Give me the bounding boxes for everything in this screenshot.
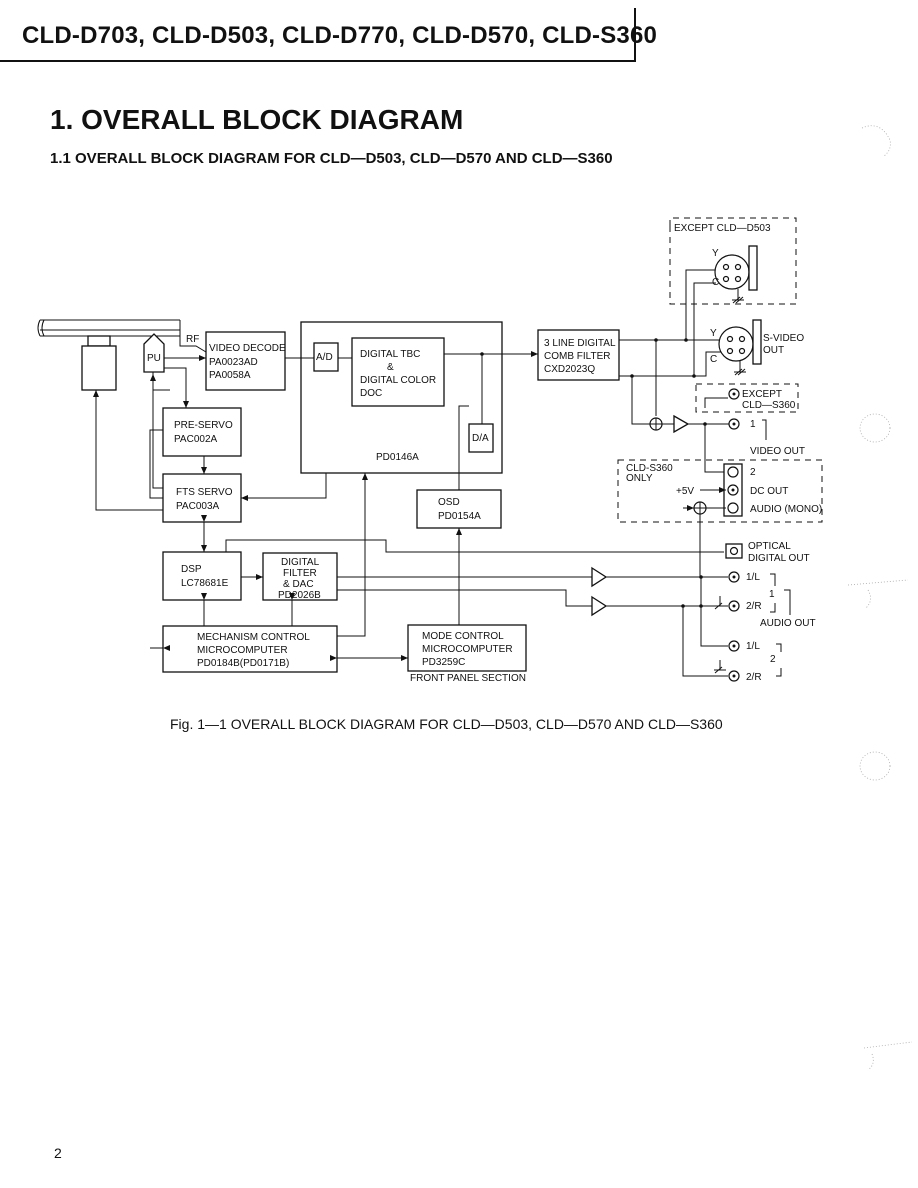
audio-mono-label: AUDIO (MONO): [750, 504, 822, 515]
front-panel-label: FRONT PANEL SECTION: [410, 673, 526, 684]
y-label-top: Y: [712, 248, 719, 259]
section-subtitle: 1.1 OVERALL BLOCK DIAGRAM FOR CLD—D503, …: [50, 150, 613, 167]
audio-2r-label-a: 2/R: [746, 601, 762, 612]
fts-line1: FTS SERVO: [176, 487, 233, 498]
pre-servo-line1: PRE-SERVO: [174, 420, 233, 431]
video-decode-line3: PA0058A: [209, 370, 251, 381]
audio-group-1-label: 1: [769, 589, 775, 600]
da-label: D/A: [472, 433, 489, 444]
video-out-label: VIDEO OUT: [750, 446, 805, 457]
pd0146a-block: A/D DIGITAL TBC & DIGITAL COLOR DOC D/A …: [300, 321, 503, 474]
audio-group-2-label: 2: [770, 654, 776, 665]
c-label-top: C: [712, 277, 719, 288]
tbc-line2: &: [387, 362, 394, 373]
dsp-line2: LC78681E: [181, 578, 229, 589]
dsp-block: DSP LC78681E: [162, 551, 242, 601]
figure-caption: Fig. 1—1 OVERALL BLOCK DIAGRAM FOR CLD—D…: [170, 716, 723, 732]
optical-line1: OPTICAL: [748, 541, 791, 552]
audio-1l-label-b: 1/L: [746, 641, 760, 652]
mechanism-control-block: MECHANISM CONTROL MICROCOMPUTER PD0184B(…: [162, 625, 338, 673]
video-jack-2-label: 2: [750, 467, 756, 478]
mech-line2: MICROCOMPUTER: [197, 645, 288, 656]
video-decode-block: VIDEO DECODE PA0023AD PA0058A: [205, 331, 286, 391]
pre-servo-block: PRE-SERVO PAC002A: [162, 407, 242, 457]
spindle-motor: [81, 345, 117, 391]
svideo-line2: OUT: [763, 345, 784, 356]
mech-line3: PD0184B(PD0171B): [197, 658, 289, 669]
osd-block: OSD PD0154A: [416, 489, 502, 529]
except-s360-line2: CLD—S360: [742, 400, 796, 411]
osd-line2: PD0154A: [438, 511, 481, 522]
pd0146a-label: PD0146A: [376, 452, 419, 463]
comb-line1: 3 LINE DIGITAL: [544, 338, 616, 349]
dc-out-label: DC OUT: [750, 486, 788, 497]
video-jack-1-label: 1: [750, 419, 756, 430]
da-block: [468, 423, 494, 453]
mode-line3: PD3259C: [422, 657, 465, 668]
header-box: CLD-D703, CLD-D503, CLD-D770, CLD-D570, …: [0, 8, 657, 62]
except-s360-line1: EXCEPT: [742, 389, 782, 400]
comb-line3: CXD2023Q: [544, 364, 595, 375]
mech-line1: MECHANISM CONTROL: [197, 632, 310, 643]
page-number: 2: [54, 1145, 62, 1161]
fts-servo-block: FTS SERVO PAC003A: [162, 473, 242, 523]
tbc-line3: DIGITAL COLOR: [360, 375, 436, 386]
plus5v-label: +5V: [676, 486, 694, 497]
svideo-jack-main: [718, 319, 762, 365]
optical-line2: DIGITAL OUT: [748, 553, 810, 564]
digital-filter-block: DIGITAL FILTER & DAC PD2026B: [262, 552, 338, 601]
pu-label: PU: [147, 353, 161, 364]
svideo-jack-top: [714, 245, 758, 291]
comb-filter-block: 3 LINE DIGITAL COMB FILTER CXD2023Q: [537, 329, 620, 381]
audio-2r-label-b: 2/R: [746, 672, 762, 683]
video-decode-line2: PA0023AD: [209, 357, 258, 368]
fts-line2: PAC003A: [176, 501, 220, 512]
y-label-main: Y: [710, 328, 717, 339]
dfilter-line2: FILTER: [283, 568, 317, 579]
digital-tbc-block: [351, 337, 445, 407]
s360-only-line1: CLD-S360: [626, 463, 673, 474]
dfilter-line3: & DAC: [283, 579, 314, 590]
except-d503-label: EXCEPT CLD—D503: [674, 223, 771, 234]
rf-label: RF: [186, 334, 199, 345]
section-title: 1. OVERALL BLOCK DIAGRAM: [50, 104, 464, 135]
dfilter-line1: DIGITAL: [281, 557, 320, 568]
svideo-line1: S-VIDEO: [763, 333, 804, 344]
header-title: CLD-D703, CLD-D503, CLD-D770, CLD-D570, …: [22, 22, 658, 49]
dfilter-line4: PD2026B: [278, 590, 321, 601]
pre-servo-line2: PAC002A: [174, 434, 218, 445]
s360-only-line2: ONLY: [626, 473, 653, 484]
osd-line1: OSD: [438, 497, 460, 508]
audio-out-label: AUDIO OUT: [760, 618, 816, 629]
mode-line1: MODE CONTROL: [422, 631, 504, 642]
mode-line2: MICROCOMPUTER: [422, 644, 513, 655]
comb-line2: COMB FILTER: [544, 351, 610, 362]
pickup-block: PU: [143, 333, 165, 373]
tbc-line4: DOC: [360, 388, 382, 399]
ad-block: [313, 342, 339, 372]
tbc-line1: DIGITAL TBC: [360, 349, 420, 360]
video-decode-line1: VIDEO DECODE: [209, 343, 286, 354]
c-label-main: C: [710, 354, 717, 365]
ad-label: A/D: [316, 352, 333, 363]
mode-control-block: MODE CONTROL MICROCOMPUTER PD3259C: [407, 624, 527, 672]
dsp-line1: DSP: [181, 564, 202, 575]
audio-1l-label-a: 1/L: [746, 572, 760, 583]
